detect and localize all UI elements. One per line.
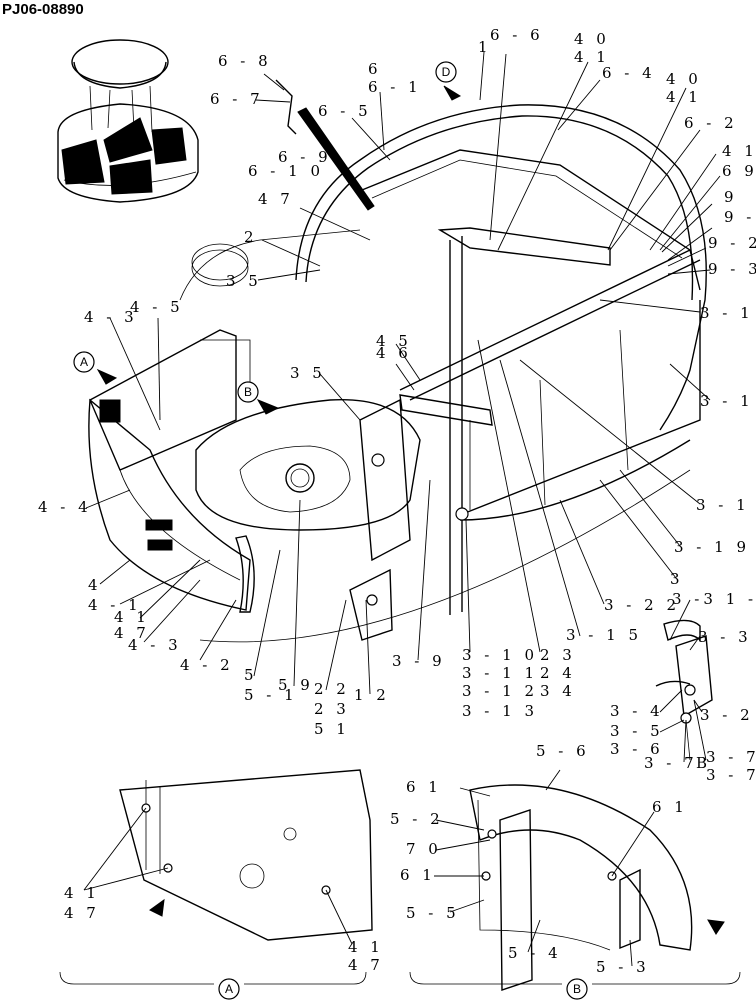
callout: B — [696, 754, 711, 772]
callout: 5 - 1 — [244, 686, 298, 704]
callout: 4 1 — [666, 88, 702, 106]
callout: 9 - 2 — [708, 234, 756, 252]
callout: 5 - 5 — [406, 904, 460, 922]
callout: 3 - 2 2 — [604, 596, 680, 614]
callout: 3 — [670, 570, 684, 588]
callout: 3 - 1 — [700, 304, 754, 322]
callout-labels: 1 6 - 6 4 0 4 1 6 - 8 6 6 - 1 6 - 4 4 0 … — [38, 26, 756, 976]
callout: 9 — [724, 188, 738, 206]
callout: 2 2 — [314, 680, 350, 698]
callout: 3 - 1 3 — [462, 702, 538, 720]
callout: 3 - 2 — [700, 706, 754, 724]
callout: 6 - 7 — [210, 90, 264, 108]
callout: 4 6 — [376, 344, 412, 362]
callout: 4 1 — [64, 884, 100, 902]
view-label-b: B — [573, 982, 581, 996]
callout: 3 - 7 — [706, 766, 756, 784]
callout: 6 - 2 — [684, 114, 738, 132]
callout: 4 1 — [722, 142, 756, 160]
callout: 4 1 — [348, 938, 384, 956]
callout: 3 - 3 — [698, 628, 752, 646]
callout: 5 - 3 — [596, 958, 650, 976]
callout: 3 5 — [290, 364, 326, 382]
view-label-a: A — [225, 982, 233, 996]
view-marker-b: B — [244, 385, 252, 399]
callout: 4 - 3 — [84, 308, 138, 326]
callout: 2 3 — [540, 646, 576, 664]
callout: 6 - 9 — [278, 148, 332, 166]
callout: 6 - 5 — [318, 102, 372, 120]
view-marker-d: D — [442, 65, 451, 79]
callout: 4 0 — [574, 30, 610, 48]
callout: 6 - 4 — [602, 64, 656, 82]
callout: 3 - 7 — [706, 748, 756, 766]
leader-lines — [83, 51, 721, 967]
callout: 6 — [368, 60, 382, 78]
callout: 6 - 1 0 — [248, 162, 324, 180]
callout: 1 — [478, 38, 492, 56]
callout: 6 - 1 — [368, 78, 422, 96]
callout: 2 4 — [540, 664, 576, 682]
callout: 6 1 — [406, 778, 442, 796]
callout: 3 - 5 — [610, 722, 664, 740]
callout: 4 - 5 — [130, 298, 184, 316]
callout: 4 7 — [114, 624, 150, 642]
callout: 3 - 1 2 — [462, 682, 538, 700]
callout: 3 4 — [540, 682, 576, 700]
callout: 4 1 — [114, 608, 150, 626]
callout: 3 - 1 — [700, 392, 754, 410]
callout: 3 - 1 9 — [674, 538, 750, 556]
callout: 9 - 1 — [724, 208, 756, 226]
callout: 3 - 1 0 — [462, 646, 538, 664]
callout: 5 9 — [278, 676, 314, 694]
callout: 4 7 — [348, 956, 384, 974]
callout: 4 0 — [666, 70, 702, 88]
callout: 4 - 1 — [88, 596, 142, 614]
callout: 4 1 — [574, 48, 610, 66]
callout: 4 5 — [376, 332, 412, 350]
view-marker-a: A — [80, 355, 88, 369]
callout: 3 - 4 — [610, 702, 664, 720]
callout: 4 7 — [258, 190, 294, 208]
view-a-detail — [119, 769, 373, 941]
callout: 4 - 2 — [180, 656, 234, 674]
callout: 3 - 1 7 — [696, 496, 756, 514]
drawing-code: PJ06-08890 — [2, 1, 84, 18]
callout: 4 — [88, 576, 102, 594]
callout: 4 - 3 — [128, 636, 182, 654]
callout: 3 - 7 — [644, 754, 698, 772]
callout: 5 - 2 — [390, 810, 444, 828]
hinge-detail — [655, 619, 713, 761]
view-markers: D A B A B — [59, 61, 741, 1000]
callout: 4 7 — [64, 904, 100, 922]
callout: 5 - 4 — [508, 944, 562, 962]
callout: 3 - 9 — [392, 652, 446, 670]
callout: 4 - 4 — [38, 498, 92, 516]
main-assembly — [88, 79, 707, 643]
callout: 3 5 — [226, 272, 262, 290]
callout: 5 — [244, 666, 258, 684]
callout: 6 9 — [722, 162, 756, 180]
callout: 6 1 — [652, 798, 688, 816]
callout: 2 — [244, 228, 258, 246]
canopy-thumbnail — [57, 39, 199, 203]
callout: 9 - 3 — [708, 260, 756, 278]
callout: 3 - 6 — [610, 740, 664, 758]
callout: 5 - 6 — [536, 742, 590, 760]
callout: 3 -3 1 - 8 — [672, 590, 756, 608]
callout: 6 - 8 — [218, 52, 272, 70]
callout: 5 1 — [314, 720, 350, 738]
callout: 3 - 1 1 — [462, 664, 538, 682]
callout: 3 - 1 5 — [566, 626, 642, 644]
view-b-detail — [469, 784, 725, 991]
callout: 6 - 6 — [490, 26, 544, 44]
callout: 2 3 — [314, 700, 350, 718]
callout: 1 2 — [354, 686, 390, 704]
callout: 7 0 — [406, 840, 442, 858]
callout: 6 1 — [400, 866, 436, 884]
